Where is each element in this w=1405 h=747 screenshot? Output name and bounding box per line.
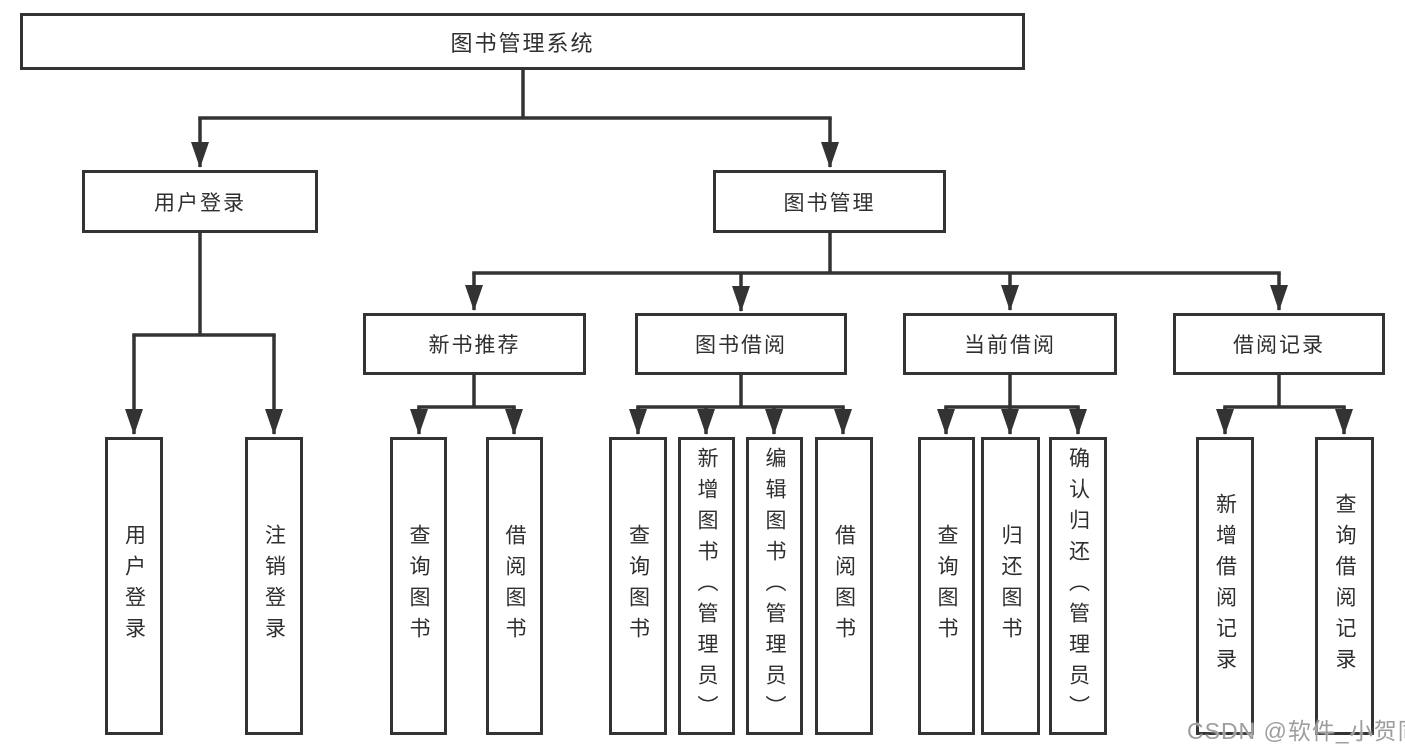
leaf-return-book-label: 归还图书 xyxy=(999,524,1022,648)
leaf-add-borrow-record: 新增借阅记录 xyxy=(1196,437,1254,735)
leaf-query-books-recommend: 查询图书 xyxy=(390,437,447,735)
node-current-borrowing: 当前借阅 xyxy=(903,313,1117,375)
watermark: CSDN @软件_小贺同学 xyxy=(1187,718,1405,744)
node-user-login: 用户登录 xyxy=(82,170,318,233)
leaf-borrow-books-recommend-label: 借阅图书 xyxy=(503,524,526,648)
leaf-borrow-books-label: 借阅图书 xyxy=(832,524,856,648)
leaf-return-book: 归还图书 xyxy=(981,437,1040,735)
leaf-query-books-borrowing-label: 查询图书 xyxy=(626,524,650,648)
leaf-query-borrow-record: 查询借阅记录 xyxy=(1315,437,1374,735)
leaf-edit-book-admin: 编辑图书（管理员） xyxy=(746,437,803,735)
leaf-borrow-books-recommend: 借阅图书 xyxy=(486,437,543,735)
leaf-user-login: 用户登录 xyxy=(105,437,163,735)
leaf-confirm-return-admin-label: 确认归还（管理员） xyxy=(1066,446,1090,726)
leaf-query-books-current-label: 查询图书 xyxy=(935,524,958,648)
node-new-book-recommend: 新书推荐 xyxy=(363,313,586,375)
leaf-edit-book-admin-label: 编辑图书（管理员） xyxy=(763,446,786,726)
leaf-add-book-admin-label: 新增图书（管理员） xyxy=(695,446,718,726)
node-library-system: 图书管理系统 xyxy=(20,13,1025,70)
leaf-add-borrow-record-label: 新增借阅记录 xyxy=(1213,493,1237,679)
leaf-logout: 注销登录 xyxy=(245,437,303,735)
leaf-query-books-recommend-label: 查询图书 xyxy=(407,524,430,648)
leaf-add-book-admin: 新增图书（管理员） xyxy=(678,437,735,735)
leaf-query-books-current: 查询图书 xyxy=(918,437,975,735)
node-borrowing-records: 借阅记录 xyxy=(1173,313,1385,375)
leaf-query-borrow-record-label: 查询借阅记录 xyxy=(1333,493,1356,679)
leaf-user-login-label: 用户登录 xyxy=(122,524,146,648)
leaf-logout-label: 注销登录 xyxy=(262,524,286,648)
node-book-borrowing: 图书借阅 xyxy=(635,313,847,375)
leaf-confirm-return-admin: 确认归还（管理员） xyxy=(1049,437,1107,735)
leaf-borrow-books: 借阅图书 xyxy=(815,437,873,735)
leaf-query-books-borrowing: 查询图书 xyxy=(609,437,667,735)
node-book-management: 图书管理 xyxy=(713,170,946,233)
